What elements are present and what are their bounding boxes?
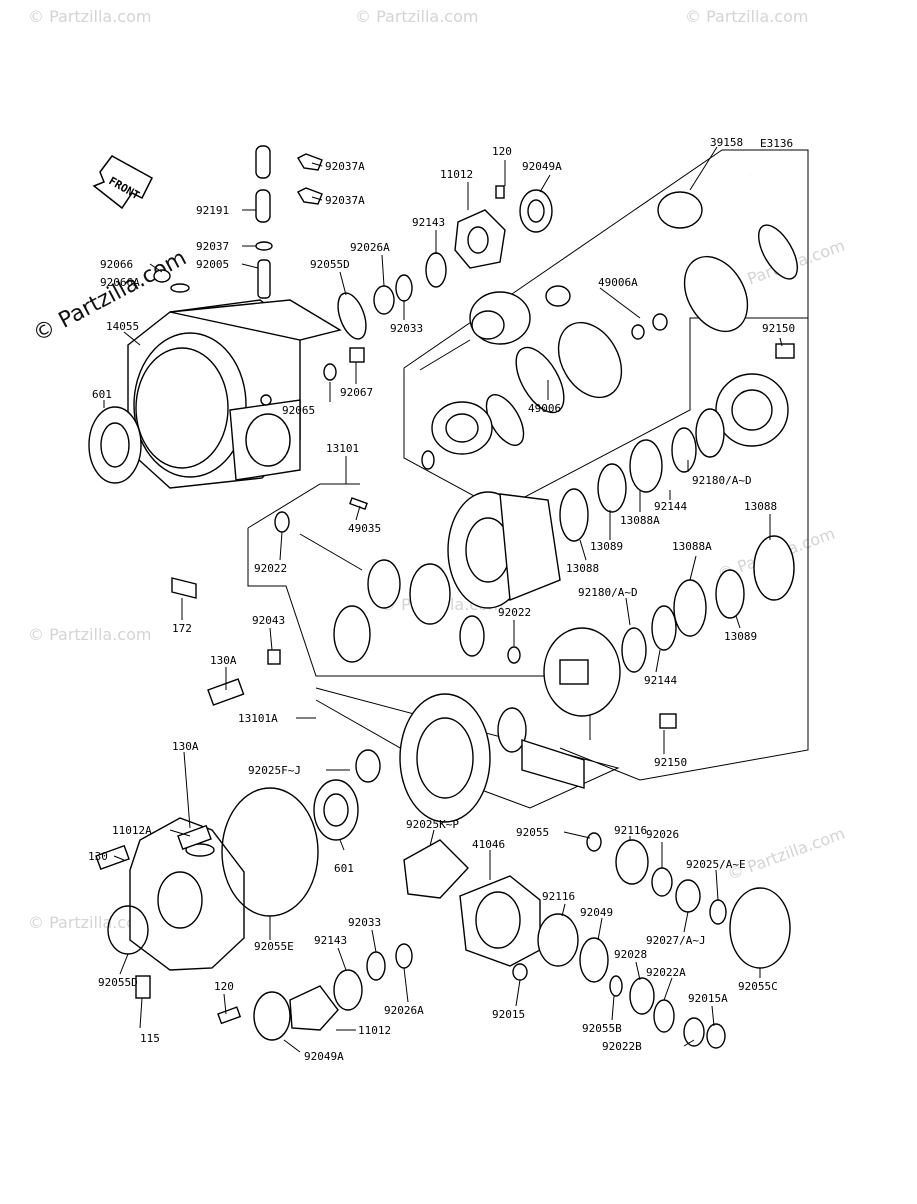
label-130: 130 xyxy=(88,850,108,863)
label-92055c: 92055C xyxy=(738,980,778,993)
label-14055: 14055 xyxy=(106,320,139,333)
label-92055d-bot: 92055D xyxy=(98,976,138,989)
flange-hub-right xyxy=(559,343,795,673)
label-92055d-top: 92055D xyxy=(310,258,350,271)
label-92144-1: 92144 xyxy=(654,500,687,513)
seals-bottom xyxy=(217,943,413,1041)
label-92065: 92065 xyxy=(282,404,315,417)
label-13088-r: 13088 xyxy=(744,500,777,513)
label-92015a: 92015A xyxy=(688,992,728,1005)
label-13101a: 13101A xyxy=(238,712,278,725)
label-92143-bot: 92143 xyxy=(314,934,347,947)
label-13088-c: 13088 xyxy=(566,562,599,575)
label-115: 115 xyxy=(140,1032,160,1045)
label-92028: 92028 xyxy=(614,948,647,961)
front-arrow-icon: FRONT xyxy=(92,155,153,210)
pinion-housing-41046 xyxy=(459,875,541,981)
label-11012-top: 11012 xyxy=(440,168,473,181)
label-92026: 92026 xyxy=(646,828,679,841)
label-172: 172 xyxy=(172,622,192,635)
label-13089-1: 13089 xyxy=(590,540,623,553)
label-92027aj: 92027/A~J xyxy=(646,934,706,947)
bearing-601-top xyxy=(88,406,142,484)
label-92037a-1: 92037A xyxy=(325,160,365,173)
differential-case-13101 xyxy=(171,491,561,706)
label-11012-bot: 11012 xyxy=(358,1024,391,1037)
axle-shaft-39158 xyxy=(419,173,798,371)
label-92049: 92049 xyxy=(580,906,613,919)
cover-11012a xyxy=(95,817,245,999)
bearing-601-bottom xyxy=(313,749,381,841)
output-hub-lower xyxy=(543,627,677,729)
leader-lines xyxy=(103,146,783,1053)
label-13088a-1: 13088A xyxy=(620,514,660,527)
boot-49006 xyxy=(421,321,645,470)
label-92022a: 92022A xyxy=(646,966,686,979)
label-92025kp: 92025K~P xyxy=(406,818,459,831)
label-92055: 92055 xyxy=(516,826,549,839)
label-39158: 39158 xyxy=(710,136,743,149)
label-92150-bot: 92150 xyxy=(654,756,687,769)
label-92066a: 92066A xyxy=(100,276,140,289)
label-92143-top: 92143 xyxy=(412,216,445,229)
label-92116-mid: 92116 xyxy=(542,890,575,903)
diagram-code: E3136 xyxy=(760,137,793,150)
label-92067: 92067 xyxy=(340,386,373,399)
gear-case-14055 xyxy=(127,269,342,489)
label-92025ae: 92025/A~E xyxy=(686,858,746,871)
label-92043: 92043 xyxy=(252,614,285,627)
label-92037a-2: 92037A xyxy=(325,194,365,207)
label-92022b: 92022B xyxy=(602,1040,642,1053)
part-labels: 39158 120 92049A 11012 92037A 92037A 921… xyxy=(88,136,795,1063)
label-13089-2: 13089 xyxy=(724,630,757,643)
label-92055b: 92055B xyxy=(582,1022,622,1035)
label-92191: 92191 xyxy=(196,204,229,217)
label-92026a-bot: 92026A xyxy=(384,1004,424,1017)
label-92033-top: 92033 xyxy=(390,322,423,335)
label-92144-2: 92144 xyxy=(644,674,677,687)
label-49035: 49035 xyxy=(348,522,381,535)
label-120-bot: 120 xyxy=(214,980,234,993)
label-92049a-bot: 92049A xyxy=(304,1050,344,1063)
label-92037: 92037 xyxy=(196,240,229,253)
label-92033-bot: 92033 xyxy=(348,916,381,929)
label-92005: 92005 xyxy=(196,258,229,271)
label-13088a-2: 13088A xyxy=(672,540,712,553)
label-92150-top: 92150 xyxy=(762,322,795,335)
label-92026a-top: 92026A xyxy=(350,241,390,254)
label-92049a-top: 92049A xyxy=(522,160,562,173)
label-92055e: 92055E xyxy=(254,940,294,953)
label-49006a: 49006A xyxy=(598,276,638,289)
label-92116-top: 92116 xyxy=(614,824,647,837)
label-41046: 41046 xyxy=(472,838,505,851)
label-92022-c: 92022 xyxy=(498,606,531,619)
label-130a-2: 130A xyxy=(172,740,199,753)
watermark-7: © Partzilla.com xyxy=(725,824,848,884)
label-49006: 49006 xyxy=(528,402,561,415)
o-ring-92055e xyxy=(221,787,319,917)
label-92025fj: 92025F~J xyxy=(248,764,301,777)
label-92015: 92015 xyxy=(492,1008,525,1021)
label-92180-2: 92180/A~D xyxy=(578,586,638,599)
watermark-1: © Partzilla.com xyxy=(28,7,151,26)
label-601-bot: 601 xyxy=(334,862,354,875)
watermark-3: © Partzilla.com xyxy=(685,7,808,26)
watermark-5: © Partzilla.com xyxy=(28,625,151,644)
watermark-8: © Partzilla.com xyxy=(28,913,151,932)
breather-pipe-92191 xyxy=(255,145,323,299)
label-92180-1: 92180/A~D xyxy=(692,474,752,487)
shim-92025kp xyxy=(403,839,469,899)
label-120-top: 120 xyxy=(492,145,512,158)
label-130a-1: 130A xyxy=(210,654,237,667)
label-601-top: 601 xyxy=(92,388,112,401)
label-92066: 92066 xyxy=(100,258,133,271)
label-13101: 13101 xyxy=(326,442,359,455)
ring-gear-13101a xyxy=(399,693,585,823)
label-11012a: 11012A xyxy=(112,824,152,837)
watermark-2: © Partzilla.com xyxy=(355,7,478,26)
label-92022-l: 92022 xyxy=(254,562,287,575)
parts xyxy=(88,145,798,1049)
